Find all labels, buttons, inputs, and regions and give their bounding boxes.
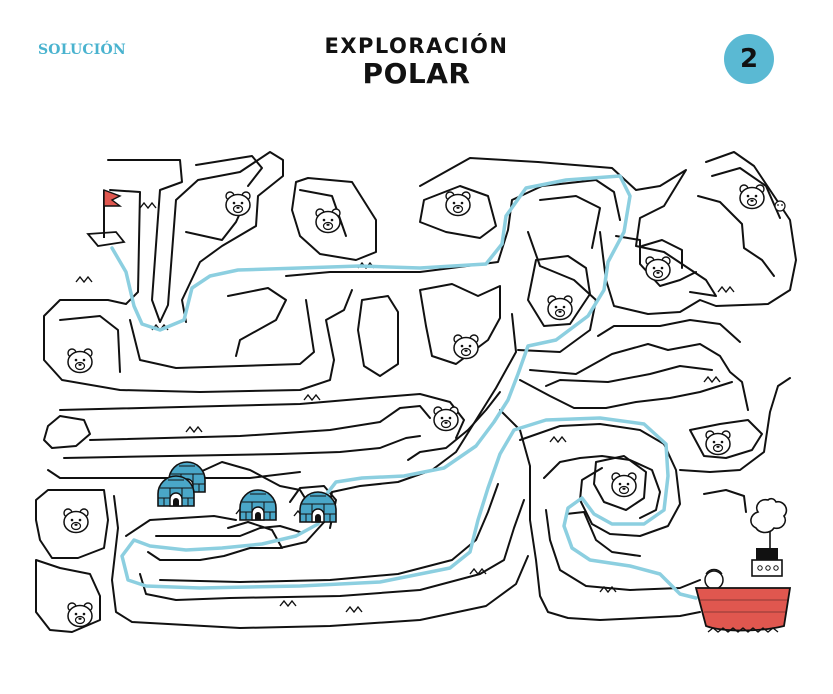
water-waves [75,201,735,614]
polar-bear-icon [67,348,93,374]
igloo-icon [239,489,277,521]
ship-icon [694,497,792,633]
igloo-icon [299,491,337,523]
solution-label: SOLUCIÓN [38,42,126,58]
page-title: EXPLORACIÓN POLAR [0,34,833,90]
page-number-badge: 2 [724,34,774,84]
polar-bear-icon [63,508,89,534]
flag-icon [86,188,126,247]
title-line-2: POLAR [362,57,471,90]
polar-bear-icon [445,191,471,217]
solution-path [110,174,698,600]
polar-bear-cub-icon [774,200,786,212]
polar-bear-icon [433,406,459,432]
title-line-1: EXPLORACIÓN [324,34,509,58]
polar-bear-icon [225,191,251,217]
maze-walls [35,151,797,633]
polar-bear-icon [611,472,637,498]
igloo-icon [157,475,195,507]
polar-bear-icon [67,602,93,628]
polar-bear-icon [315,208,341,234]
polar-bear-icon [453,334,479,360]
polar-bear-icon [739,184,765,210]
polar-bear-icon [705,430,731,456]
polar-bear-icon [645,256,671,282]
polar-bear-icon [547,295,573,321]
